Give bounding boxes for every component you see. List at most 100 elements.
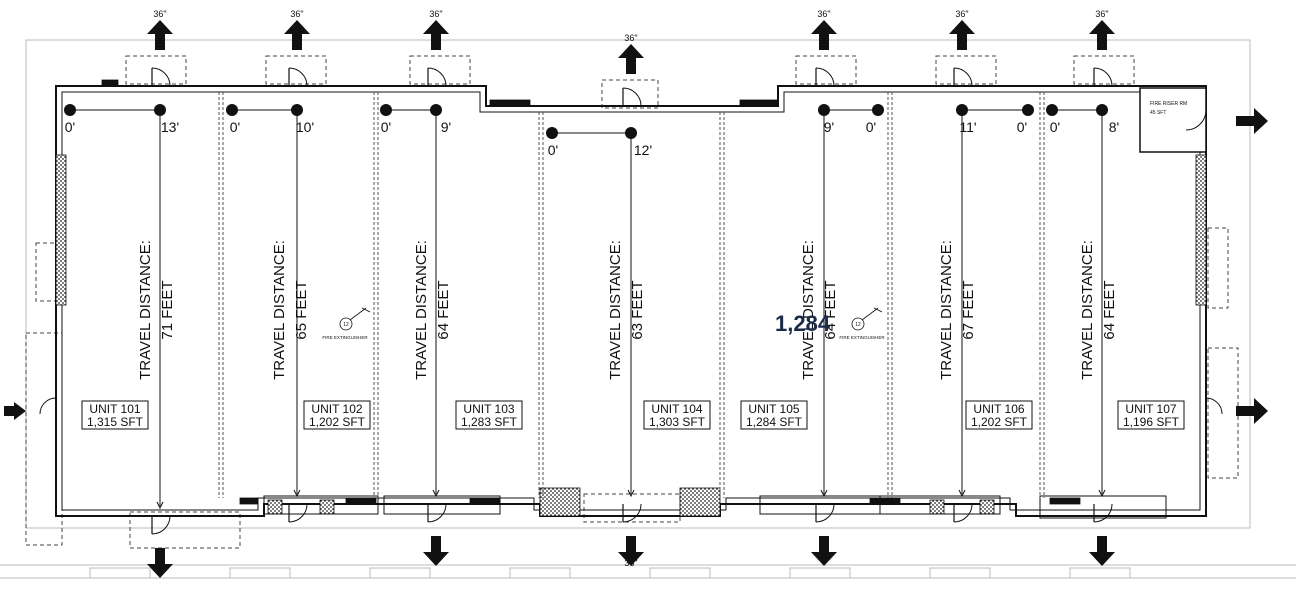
fire-riser-label: FIRE RISER RM	[1150, 101, 1187, 107]
travel-distance-label: TRAVEL DISTANCE:	[1079, 240, 1096, 380]
offset-end-dot	[1096, 104, 1108, 116]
travel-distance-value: 64 FEET	[822, 280, 839, 339]
travel-distance-value: 65 FEET	[293, 280, 310, 339]
unit-area: 1,196 SFT	[1123, 415, 1180, 429]
travel-arrowhead	[958, 489, 966, 498]
travel-distance-label: TRAVEL DISTANCE:	[800, 240, 817, 380]
exit-arrow-left-side	[4, 402, 26, 420]
unit-area: 1,202 SFT	[309, 415, 366, 429]
unit-area: 1,283 SFT	[461, 415, 518, 429]
unit-7-bottom-exit	[1089, 503, 1115, 566]
offset-end-dot	[872, 104, 884, 116]
fire-extinguisher-tag-1: 12	[343, 322, 349, 328]
door-width-label: 36"	[290, 9, 303, 19]
hatched-walls	[55, 79, 1207, 517]
unit-label-box	[965, 400, 1033, 430]
unit-name: UNIT 105	[748, 402, 799, 416]
travel-arrowhead	[627, 489, 635, 498]
offset-start-label: 0'	[65, 119, 75, 135]
exit-arrow-right	[1236, 108, 1268, 134]
travel-distance-text: TRAVEL DISTANCE:67 FEET	[938, 240, 977, 380]
unit-3-travel: 0' 9' TRAVEL DISTANCE:64 FEET	[380, 104, 452, 498]
offset-end-label: 12'	[634, 142, 652, 158]
unit-area: 1,202 SFT	[971, 415, 1028, 429]
exit-arrow-up	[423, 20, 449, 50]
unit-label-box	[1117, 400, 1185, 430]
offset-end-label: 8'	[1109, 119, 1119, 135]
offset-start-label: 0'	[1050, 119, 1060, 135]
exit-arrow-up	[1089, 20, 1115, 50]
offset-start-dot	[546, 127, 558, 139]
travel-distance-label: TRAVEL DISTANCE:	[938, 240, 955, 380]
fire-extinguisher-tag-2: 12	[855, 322, 861, 328]
fire-riser-area: 45 SFT	[1150, 110, 1166, 116]
travel-distance-value: 64 FEET	[1101, 280, 1118, 339]
door-width-label: 36"	[624, 558, 637, 568]
fire-extinguisher-2: 12 FIRE EXTINGUISHER	[839, 307, 885, 340]
offset-start-label: 0'	[548, 142, 558, 158]
unit-6-top-exit: 36"	[949, 9, 975, 87]
offset-start-label: 0'	[230, 119, 240, 135]
offset-end-label: 10'	[296, 119, 314, 135]
offset-end-dot	[291, 104, 303, 116]
travel-distance-label: TRAVEL DISTANCE:	[413, 240, 430, 380]
unit-5-top-exit: 36"	[811, 9, 837, 87]
unit-name: UNIT 107	[1125, 402, 1176, 416]
unit-name: UNIT 106	[973, 402, 1024, 416]
travel-arrowhead	[156, 501, 164, 510]
offset-start-dot	[1046, 104, 1058, 116]
unit-area: 1,303 SFT	[649, 415, 706, 429]
unit-2-travel: 0'10'TRAVEL DISTANCE:65 FEET	[226, 104, 314, 498]
unit-7-top-exit: 36"	[1089, 9, 1115, 87]
offset-end-dot	[1022, 104, 1034, 116]
unit-1-top-exit: 36"	[147, 9, 173, 87]
unit-name: UNIT 103	[463, 402, 514, 416]
fire-extinguisher-1: 12 FIRE EXTINGUISHER	[322, 307, 371, 340]
offset-start-label: 0'	[381, 119, 391, 135]
offset-start-dot	[956, 104, 968, 116]
offset-start-label: 9'	[824, 119, 834, 135]
area-callout: 1,284	[775, 311, 831, 336]
unit-2-bottom-exit	[288, 503, 308, 523]
travel-distance-value: 71 FEET	[159, 280, 176, 339]
travel-distance-text: TRAVEL DISTANCE:63 FEET	[607, 240, 646, 380]
unit-5-travel: 9'0'TRAVEL DISTANCE:64 FEET	[800, 104, 884, 498]
unit-label-box	[455, 400, 523, 430]
travel-arrowhead	[820, 489, 828, 498]
unit-area: 1,315 SFT	[87, 415, 144, 429]
travel-distance-text: TRAVEL DISTANCE:64 FEET	[413, 240, 452, 380]
exit-arrow-up	[618, 44, 644, 74]
offset-start-dot	[380, 104, 392, 116]
unit-name: UNIT 102	[311, 402, 362, 416]
unit-2-top-exit: 36"	[284, 9, 310, 87]
offset-end-label: 9'	[441, 119, 451, 135]
travel-arrowhead	[293, 489, 301, 498]
door-width-label: 36"	[624, 33, 637, 43]
travel-arrowhead	[432, 489, 440, 498]
exit-arrow-down	[423, 536, 449, 566]
unit-name: UNIT 104	[651, 402, 702, 416]
unit-label-box	[740, 400, 808, 430]
exit-doors: 36"36"36"36"36"36"36"36"	[4, 9, 1268, 578]
unit-name: UNIT 101	[89, 402, 140, 416]
exit-arrow-down	[618, 536, 644, 566]
offset-start-dot	[64, 104, 76, 116]
offset-start-dot	[818, 104, 830, 116]
fire-riser-room: FIRE RISER RM 45 SFT	[1139, 87, 1207, 153]
exit-arrow-up	[949, 20, 975, 50]
exit-arrow-down	[147, 548, 173, 578]
travel-distance-value: 63 FEET	[629, 280, 646, 339]
unit-1-bottom-exit	[147, 515, 173, 578]
door-width-label: 36"	[1095, 9, 1108, 19]
dashed-outlines	[25, 55, 1239, 549]
unit-5-bottom-exit	[811, 503, 837, 566]
unit-label-box	[303, 400, 371, 430]
unit-label-box	[81, 400, 149, 430]
unit-6-bottom-exit	[953, 503, 973, 523]
